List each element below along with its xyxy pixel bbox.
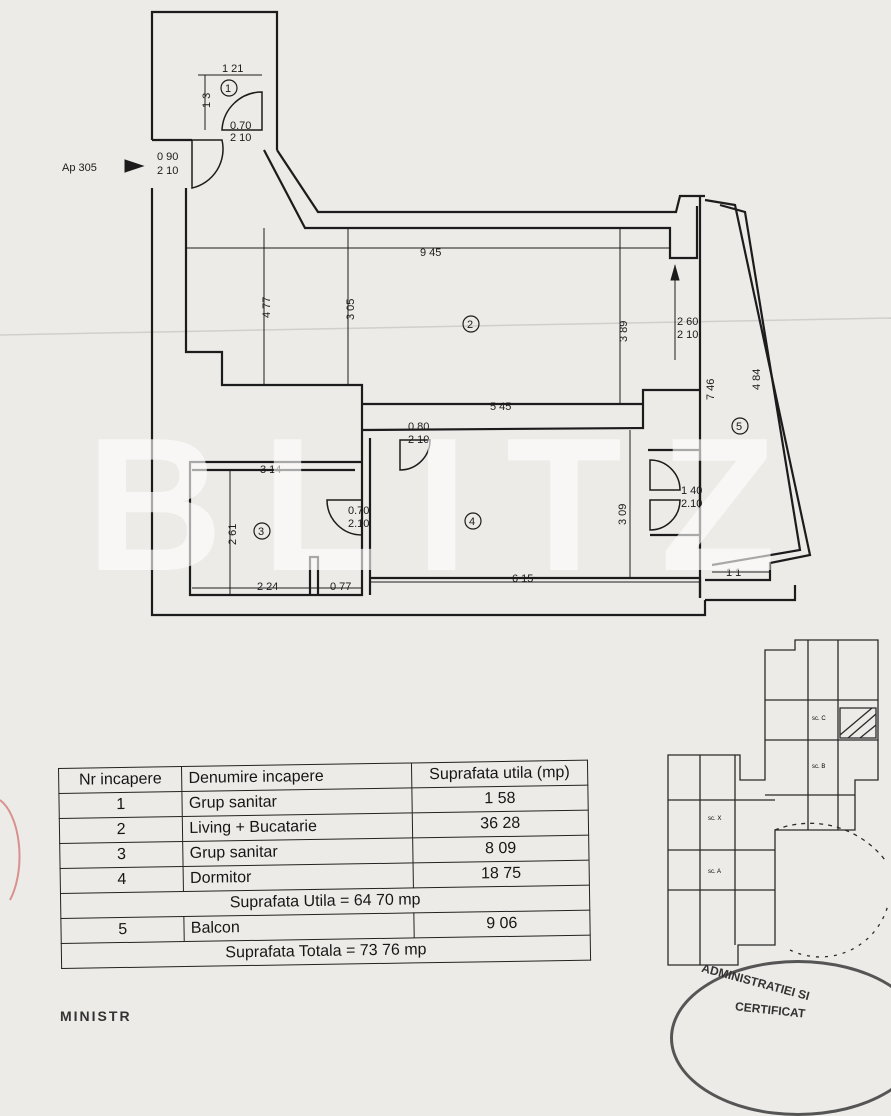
door-height-label: 2.10 bbox=[681, 498, 702, 510]
dim-label: 4 84 bbox=[751, 369, 763, 390]
dim-label: 6 15 bbox=[512, 573, 533, 585]
dim-label: 1 21 bbox=[222, 63, 243, 75]
dim-label: 3 14 bbox=[260, 464, 281, 476]
room-number: 1 bbox=[225, 83, 231, 95]
room-nr: 3 bbox=[59, 841, 184, 869]
keyplan-label: sc. C bbox=[812, 716, 826, 722]
room-nr: 4 bbox=[60, 866, 184, 894]
door-height-label: 2 10 bbox=[157, 165, 178, 177]
room-area: 18 75 bbox=[412, 860, 590, 888]
dim-label: 5 45 bbox=[490, 401, 511, 413]
room-nr: 2 bbox=[59, 816, 183, 844]
door-height-label: 2 10 bbox=[230, 132, 251, 144]
room-number: 5 bbox=[736, 421, 742, 433]
door-width-label: 0.70 bbox=[230, 120, 251, 132]
dim-label: 3 09 bbox=[617, 504, 629, 525]
stamp-text: MINISTR bbox=[60, 1008, 132, 1024]
door-height-label: 2.10 bbox=[348, 518, 369, 530]
room-area: 1 58 bbox=[411, 785, 589, 813]
dim-label: 2 24 bbox=[257, 581, 278, 593]
floor-plan: Ap 305 1 21 1 3 0.70 2 10 0 90 2 10 9 45… bbox=[0, 10, 891, 966]
column-header: Suprafata utila (mp) bbox=[411, 760, 588, 788]
room-name: Dormitor bbox=[183, 862, 414, 892]
dim-label: 4 77 bbox=[261, 297, 273, 318]
column-header: Denumire incapere bbox=[181, 762, 412, 792]
room-nr: 5 bbox=[60, 916, 185, 944]
window-height-label: 2 10 bbox=[677, 329, 698, 341]
room-nr: 1 bbox=[58, 791, 183, 819]
key-plan bbox=[667, 639, 889, 966]
exterior-walls bbox=[150, 10, 812, 617]
room-number: 4 bbox=[469, 516, 475, 528]
dim-label: 0 77 bbox=[330, 581, 351, 593]
dim-label: 3 05 bbox=[345, 299, 357, 320]
dim-label: 2 61 bbox=[227, 524, 239, 545]
room-areas-table: Nr incapere Denumire incapere Suprafata … bbox=[58, 760, 591, 969]
door-width-label: 0.70 bbox=[348, 505, 369, 517]
column-header: Nr incapere bbox=[58, 766, 183, 794]
room-area: 36 28 bbox=[411, 810, 589, 838]
room-name: Grup sanitar bbox=[182, 837, 413, 867]
room-number: 2 bbox=[467, 319, 473, 331]
window-width-label: 2 60 bbox=[677, 316, 698, 328]
door-height-label: 2 10 bbox=[408, 434, 429, 446]
room-name: Balcon bbox=[184, 912, 414, 942]
room-name: Grup sanitar bbox=[182, 787, 412, 817]
keyplan-label: sc. A bbox=[708, 869, 721, 875]
apartment-label: Ap 305 bbox=[62, 162, 97, 174]
dim-label: 1 1 bbox=[726, 567, 741, 579]
room-area: 8 09 bbox=[412, 835, 590, 863]
dim-label: 9 45 bbox=[420, 247, 441, 259]
room-number: 3 bbox=[258, 526, 264, 538]
dim-label: 7 46 bbox=[705, 379, 717, 400]
dimension-lines bbox=[124, 74, 770, 595]
doors bbox=[191, 91, 681, 536]
keyplan-label: sc. B bbox=[812, 764, 825, 770]
room-area: 9 06 bbox=[413, 910, 591, 938]
door-width-label: 0.80 bbox=[408, 421, 429, 433]
room-name: Living + Bucatarie bbox=[182, 812, 413, 842]
dim-label: 3 89 bbox=[618, 321, 630, 342]
keyplan-label: sc. X bbox=[708, 816, 721, 822]
dim-label: 1 3 bbox=[201, 93, 213, 108]
door-width-label: 0 90 bbox=[157, 151, 178, 163]
door-width-label: 1 40 bbox=[681, 485, 702, 497]
